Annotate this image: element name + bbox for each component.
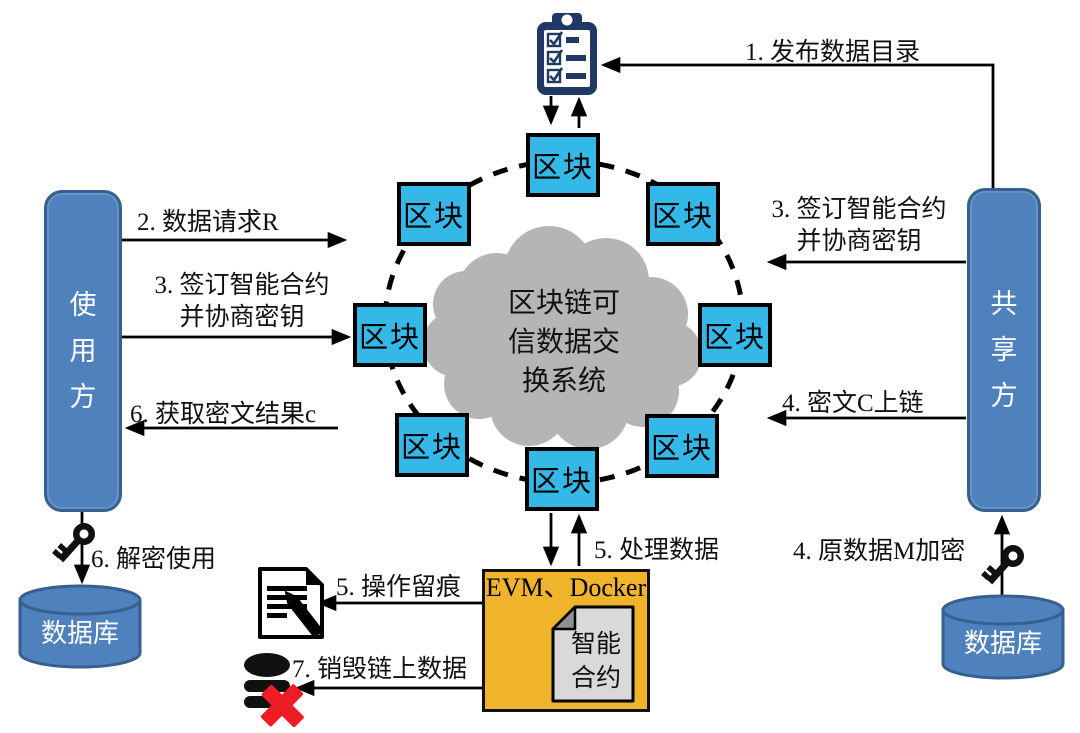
- actor-sharer-label: 共享方: [990, 289, 1018, 411]
- label-step5-process-data: 5. 处理数据: [594, 537, 720, 564]
- database-right-cylinder: [941, 594, 1065, 680]
- block-node-lower-left: 区块: [395, 413, 469, 477]
- label-step3-right-sign-contract: 3. 签订智能合约 并协商密钥: [771, 196, 947, 255]
- actor-user-column: 使用方: [44, 190, 122, 512]
- key-icon-right: [981, 545, 1024, 585]
- contract-label-line1: 智能: [571, 630, 621, 658]
- block-node-bottom: 区块: [525, 447, 599, 511]
- actor-sharer-column: 共享方: [967, 188, 1041, 512]
- database-left-cylinder: [18, 584, 142, 669]
- evm-docker-title: EVM、Docker: [485, 573, 647, 602]
- block-node-mid-left: 区块: [353, 303, 427, 367]
- arrow-step1-publish: [600, 56, 995, 189]
- block-node-upper-left: 区块: [397, 182, 471, 246]
- label-step4-ciphertext-onchain: 4. 密文C上链: [782, 390, 924, 417]
- document-trace-icon: [258, 567, 324, 639]
- label-step7-destroy-data: 7. 销毁链上数据: [292, 656, 468, 683]
- database-destroy-icon: [244, 653, 304, 728]
- cloud-shape: [423, 226, 702, 449]
- block-node-upper-right: 区块: [646, 182, 720, 246]
- evm-docker-box: EVM、Docker 智能 合约: [482, 569, 650, 712]
- label-step5-operation-trace: 5. 操作留痕: [336, 574, 462, 601]
- label-step4-encrypt-raw: 4. 原数据M加密: [793, 538, 966, 565]
- label-step3-left-sign-contract: 3. 签订智能合约 并协商密钥: [154, 272, 330, 331]
- contract-label-line2: 合约: [571, 664, 621, 692]
- clipboard-catalog-icon: [537, 13, 597, 95]
- red-x-icon: [260, 684, 304, 728]
- key-icon-left: [52, 523, 95, 563]
- label-step6-get-result: 6. 获取密文结果c: [130, 401, 317, 428]
- actor-user-label: 使用方: [69, 290, 97, 412]
- database-right-label: 数据库: [963, 629, 1042, 658]
- label-step6-decrypt-use: 6. 解密使用: [91, 546, 217, 573]
- block-node-mid-right: 区块: [698, 303, 772, 367]
- database-left-label: 数据库: [40, 619, 119, 648]
- contract-document-icon: 智能 合约: [551, 605, 635, 703]
- block-node-top: 区块: [526, 133, 600, 197]
- label-step1-publish-catalog: 1. 发布数据目录: [745, 39, 921, 66]
- cloud-title: 区块链可 信数据交 换系统: [507, 288, 620, 397]
- block-node-lower-right: 区块: [645, 414, 719, 478]
- label-step2-data-request: 2. 数据请求R: [137, 209, 279, 236]
